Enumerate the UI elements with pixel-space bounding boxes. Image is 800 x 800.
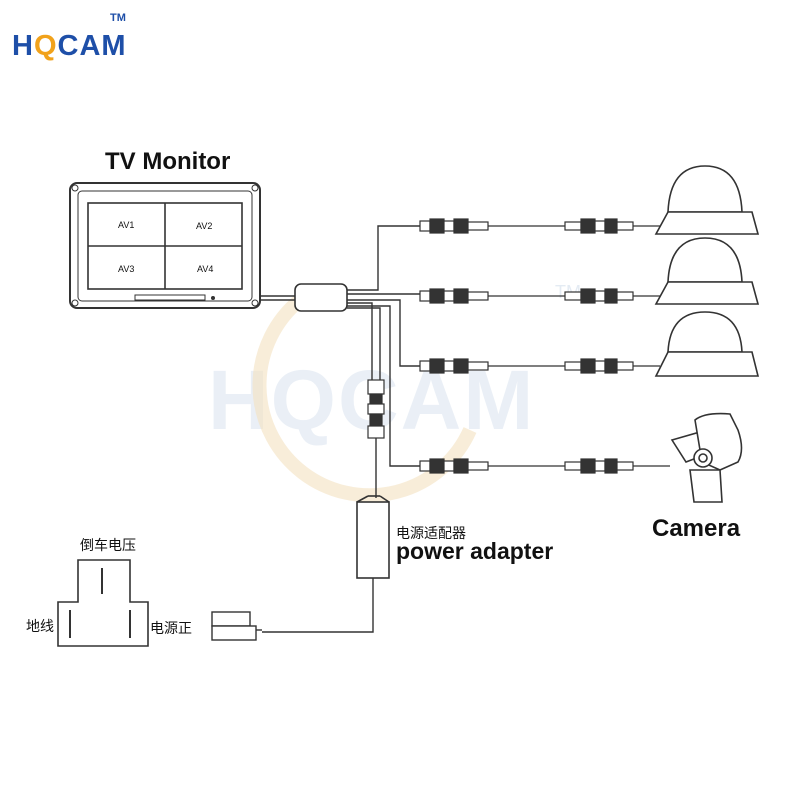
power-adapter-label-en: power adapter xyxy=(396,538,554,564)
dome-camera-1 xyxy=(654,165,760,235)
connector-top-label: 倒车电压 xyxy=(80,538,136,554)
adapter-output-cable xyxy=(262,578,374,633)
brand-letter-h: H xyxy=(12,30,34,62)
channel-av2-top-right: AV2 xyxy=(196,221,213,231)
dome-camera-3 xyxy=(654,311,760,377)
brand-logo: HQCAM xyxy=(12,30,127,63)
splitter-box xyxy=(294,283,348,312)
brand-letter-a: A xyxy=(79,30,102,62)
power-connector-block xyxy=(57,559,149,647)
tv-monitor xyxy=(69,182,261,309)
brand-letter-m: M xyxy=(101,30,127,62)
connector-left-label: 地线 xyxy=(26,619,54,635)
channel-av3-bottom-left: AV3 xyxy=(118,264,135,274)
power-adapter-label-cn: 电源适配器 xyxy=(396,526,466,542)
brand-letter-q: Q xyxy=(33,30,58,62)
cable-connectors xyxy=(419,218,670,474)
connector-right-label: 电源正 xyxy=(150,621,192,637)
power-inline-connector xyxy=(367,379,385,439)
camera-label: Camera xyxy=(652,515,741,542)
watermark-arc xyxy=(252,294,477,503)
bracket-camera xyxy=(670,412,743,503)
power-adapter-box xyxy=(356,495,390,579)
channel-av4-bottom-right: AV4 xyxy=(197,264,214,274)
monitor-title: TV Monitor xyxy=(105,148,231,175)
dome-camera-2 xyxy=(654,237,760,305)
brand-trademark: TM xyxy=(110,12,126,24)
camera-cables xyxy=(347,225,420,467)
power-plug xyxy=(211,611,262,641)
channel-av1-top-left: AV1 xyxy=(118,220,135,230)
brand-letter-c: C xyxy=(57,30,80,62)
